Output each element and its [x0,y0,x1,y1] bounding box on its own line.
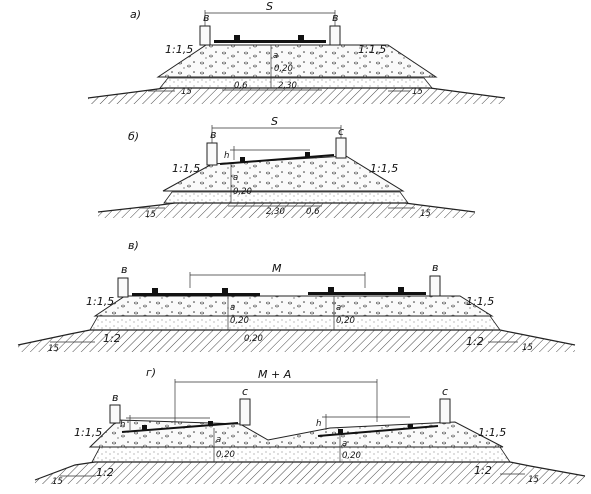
section-v-slope-left: 1:1,5 [86,295,114,308]
section-v-letter: в) [128,239,139,252]
section-a-width-small: 0,6 [234,81,248,91]
section-v-a-right: а [336,303,341,313]
section-g-ditch-left: 15 [52,477,63,487]
section-b-ditch-right: 15 [420,209,431,219]
section-g-slope-left: 1:1,5 [74,426,102,439]
section-v-base-right: 1:2 [466,335,484,348]
section-b-ditch-left: 15 [145,210,156,220]
section-g-base-right: 1:2 [474,464,492,477]
section-a-slope-right: 1:1,5 [358,43,386,56]
section-b-letter: б) [128,130,139,143]
section-g-c-left: с [242,385,248,398]
section-g-shoulder-left: в [112,391,118,404]
section-g-h-right: h [316,419,321,429]
section-a-ditch-right: 15 [412,87,423,97]
section-g-base-left: 1:2 [96,466,114,479]
section-v-ditch-left: 15 [48,344,59,354]
section-g: г) в с с М + А h h а 0,20 а [34,366,586,487]
section-g-c-right: с [442,385,448,398]
section-b-slope-right: 1:1,5 [370,162,398,175]
section-a: а) в в S а 0,20 0,6 2,30 1:1,5 1:1,5 [87,0,506,104]
section-b: б) в с S h а 0,20 2,30 0,6 1:1,5 1:1,5 [97,115,476,220]
section-b-dim-s: S [271,115,278,128]
section-a-shoulder-left: в [203,11,209,24]
section-a-slope-left: 1:1,5 [165,43,193,56]
section-b-thickness: 0,20 [233,187,252,197]
section-g-a-right: а [342,439,347,449]
section-g-slope-right: 1:1,5 [478,426,506,439]
section-g-a-left: а [216,435,221,445]
section-a-a: а [273,51,278,61]
section-b-h: h [224,151,229,161]
section-v-shoulder-right: в [432,261,438,274]
section-v-thick-bottom: 0,20 [244,334,263,344]
section-v-dim-m: М [272,262,282,275]
section-v-shoulder-left: в [121,263,127,276]
section-v-thick-right: 0,20 [336,316,355,326]
section-a-letter: а) [130,8,141,21]
section-b-width-small: 0,6 [306,207,320,217]
section-g-h-left: h [120,420,125,430]
section-g-letter: г) [146,366,156,379]
section-v-a-left: а [230,303,235,313]
section-g-ditch-right: 15 [528,475,539,485]
section-b-shoulder-left: в [210,128,216,141]
section-a-ditch-left: 15 [181,87,192,97]
section-b-slope-left: 1:1,5 [172,162,200,175]
section-g-dim-ma: М + А [258,368,291,381]
section-v-slope-right: 1:1,5 [466,295,494,308]
section-a-dim-s: S [266,0,273,13]
section-v: в) в в М а 0,20 а 0,20 0,20 1:1,5 1:1,5 … [17,239,576,354]
section-v-thick-left: 0,20 [230,316,249,326]
section-v-base-left: 1:2 [103,332,121,345]
section-g-thick-left: 0,20 [216,450,235,460]
section-a-thickness: 0,20 [274,64,293,74]
section-g-thick-right: 0,20 [342,451,361,461]
section-b-width-large: 2,30 [266,207,285,217]
section-b-a: а [233,173,238,183]
section-v-ditch-right: 15 [522,343,533,353]
section-a-width-large: 2,30 [278,81,297,91]
